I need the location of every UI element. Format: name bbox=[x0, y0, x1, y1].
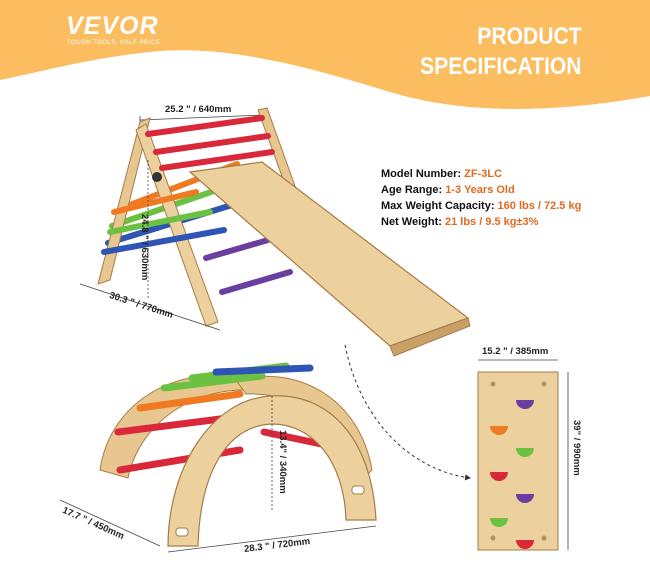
spec-list: Model Number: ZF-3LC Age Range: 1-3 Year… bbox=[381, 166, 581, 230]
spec-value: 160 lbs / 72.5 kg bbox=[497, 200, 582, 212]
spec-age-range: Age Range: 1-3 Years Old bbox=[381, 182, 581, 198]
dimension-triangle-height: 24.8 " / 630mm bbox=[139, 214, 150, 281]
arch-rocker bbox=[59, 362, 377, 553]
brand-tagline: TOUGH TOOLS, HALF PRICE bbox=[67, 40, 161, 46]
dimension-triangle-width: 25.2 " / 640mm bbox=[165, 104, 232, 115]
ramp-flat-view bbox=[477, 359, 569, 551]
spec-label: Model Number: bbox=[381, 168, 465, 180]
triangle-climber bbox=[79, 107, 471, 357]
dimension-ramp-length: 39" / 990mm bbox=[571, 420, 582, 476]
spec-label: Max Weight Capacity: bbox=[381, 200, 498, 212]
dimension-ramp-width: 15.2 " / 385mm bbox=[482, 346, 549, 357]
spec-value: 21 lbs / 9.5 kg±3% bbox=[444, 216, 539, 228]
dimension-arch-height: 13.4" / 340mm bbox=[277, 430, 288, 494]
spec-value: 1-3 Years Old bbox=[445, 184, 515, 196]
spec-label: Age Range: bbox=[381, 184, 446, 196]
connector-arrow bbox=[344, 344, 471, 481]
spec-net-weight: Net Weight: 21 lbs / 9.5 kg±3% bbox=[381, 214, 581, 230]
page-title-line1: PRODUCT bbox=[477, 23, 582, 50]
page-title-line2: SPECIFICATION bbox=[420, 53, 582, 80]
brand-logo: VEVOR bbox=[66, 12, 159, 40]
spec-max-weight: Max Weight Capacity: 160 lbs / 72.5 kg bbox=[381, 198, 581, 214]
spec-label: Net Weight: bbox=[381, 216, 445, 228]
header-banner bbox=[0, 0, 650, 109]
spec-value: ZF-3LC bbox=[464, 168, 503, 180]
banner-wave bbox=[0, 0, 650, 109]
spec-model-number: Model Number: ZF-3LC bbox=[381, 166, 581, 182]
